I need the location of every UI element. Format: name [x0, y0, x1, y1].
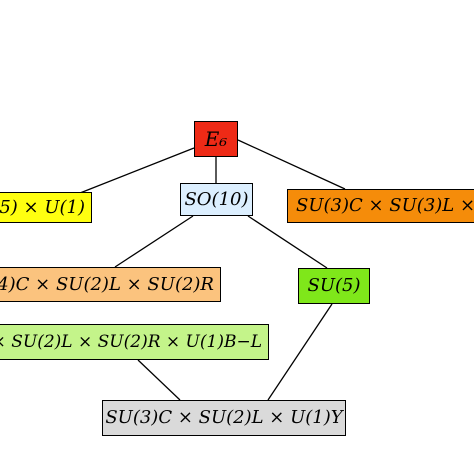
node-e6-label: E₆ — [204, 127, 228, 151]
node-standard-model-label: SU(3)C × SU(2)L × U(1)Y — [105, 407, 343, 428]
node-so10-label: SO(10) — [184, 188, 249, 210]
edge-e6-su33 — [237, 139, 346, 190]
edge-su5-sm — [267, 303, 333, 401]
node-so10: SO(10) — [180, 183, 253, 216]
node-pati-salam-label: 4)C × SU(2)L × SU(2)R — [0, 273, 214, 295]
node-trinification: SU(3)C × SU(3)L × S — [287, 189, 474, 223]
edge-lr-sm — [137, 359, 181, 401]
node-standard-model: SU(3)C × SU(2)L × U(1)Y — [102, 400, 346, 436]
node-su5: SU(5) — [298, 268, 370, 304]
edge-so10-su5 — [247, 215, 328, 269]
node-e6: E₆ — [194, 121, 238, 157]
node-su5-label: SU(5) — [307, 275, 361, 296]
node-trinification-label: SU(3)C × SU(3)L × S — [296, 195, 474, 216]
node-left-right-label: × SU(2)L × SU(2)R × U(1)B−L — [0, 331, 262, 352]
node-su5-u1-label: (5) × U(1) — [0, 196, 85, 218]
node-su5-u1: (5) × U(1) — [0, 192, 92, 223]
node-pati-salam: 4)C × SU(2)L × SU(2)R — [0, 267, 221, 302]
edge-e6-su5u1 — [79, 147, 195, 194]
node-left-right: × SU(2)L × SU(2)R × U(1)B−L — [0, 324, 269, 360]
edge-so10-ps — [114, 215, 194, 268]
